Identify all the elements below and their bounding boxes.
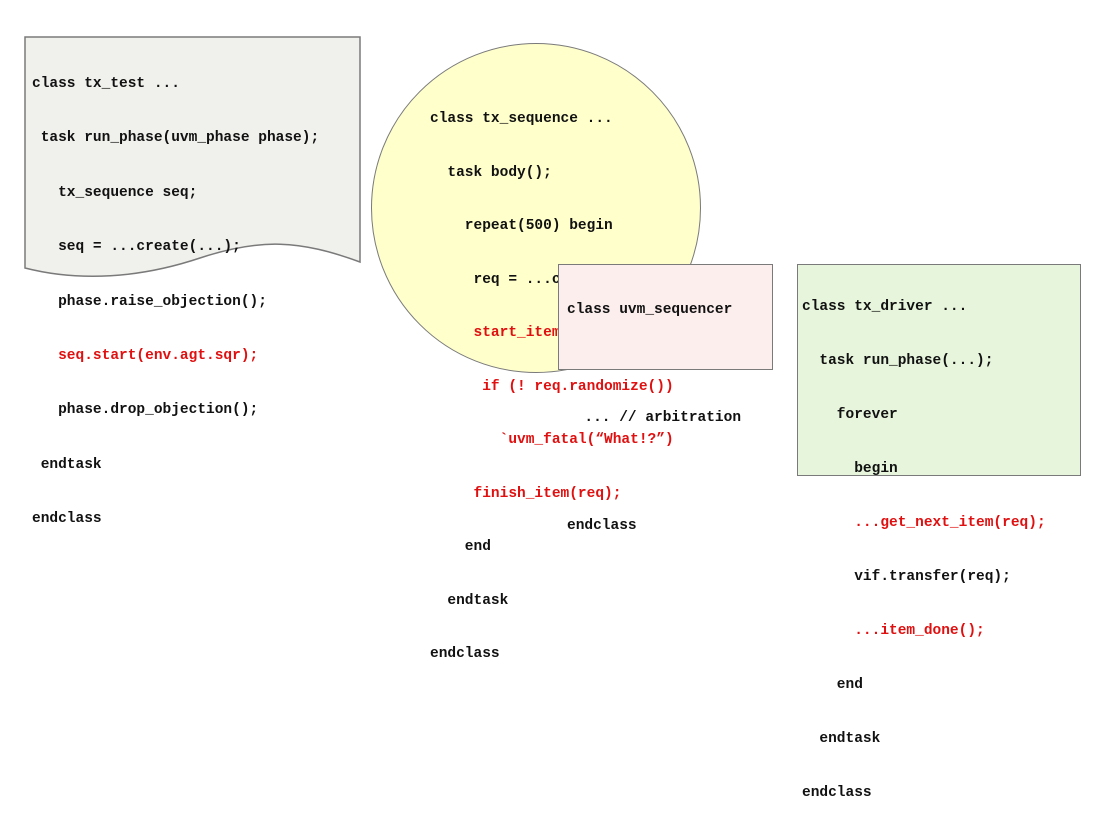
tx-driver-line: end [802,677,863,693]
tx-sequence-line: task body(); [430,164,552,181]
tx-test-line: endclass [32,511,102,528]
tx-driver-line: endclass [802,785,872,801]
tx-test-line: tx_sequence seq; [32,184,198,201]
tx-driver-line: vif.transfer(req); [802,569,1011,585]
tx-driver-line: class tx_driver ... [802,299,968,315]
tx-sequence-line: endtask [430,592,509,609]
tx-driver-line-highlight: ...get_next_item(req); [802,515,1046,531]
uvm-sequencer-line: class uvm_sequencer [567,302,733,318]
tx-test-line: seq = ...create(...); [32,239,241,256]
uvm-sequencer-line [567,461,741,483]
tx-test-code: class tx_test ... task run_phase(uvm_pha… [32,41,319,547]
tx-driver-line: begin [802,461,898,477]
uvm-sequencer-line [567,353,741,375]
uvm-sequencer-code: class uvm_sequencer ... // arbitration e… [567,267,741,553]
tx-test-line: endtask [32,456,102,473]
tx-driver-line-highlight: ...item_done(); [802,623,985,639]
tx-driver-line: task run_phase(...); [802,353,994,369]
tx-driver-line: forever [802,407,898,423]
uvm-sequencer-line: endclass [567,518,637,534]
tx-test-line: phase.drop_objection(); [32,402,259,419]
tx-sequence-line: endclass [430,646,500,662]
tx-sequence-line-highlight: if (! req.randomize()) [430,378,674,395]
tx-test-line: phase.raise_objection(); [32,293,267,310]
tx-sequence-line-highlight: finish_item(req); [430,485,622,502]
tx-test-line-highlight: seq.start(env.agt.sqr); [32,347,259,364]
tx-sequence-line: repeat(500) begin [430,218,613,234]
tx-driver-box [797,264,1081,476]
tx-driver-line: endtask [802,731,881,747]
tx-driver-code: class tx_driver ... task run_phase(...);… [802,264,1046,820]
tx-test-line: class tx_test ... [32,76,180,92]
tx-test-line: task run_phase(uvm_phase phase); [32,130,320,147]
uvm-sequencer-line: ... // arbitration [567,410,742,426]
uvm-sequencer-box [558,264,773,370]
tx-sequence-line: class tx_sequence ... [430,111,613,127]
tx-test-document-shape [24,36,361,277]
tx-sequence-line-highlight: `uvm_fatal(“What!?”) [430,432,674,448]
